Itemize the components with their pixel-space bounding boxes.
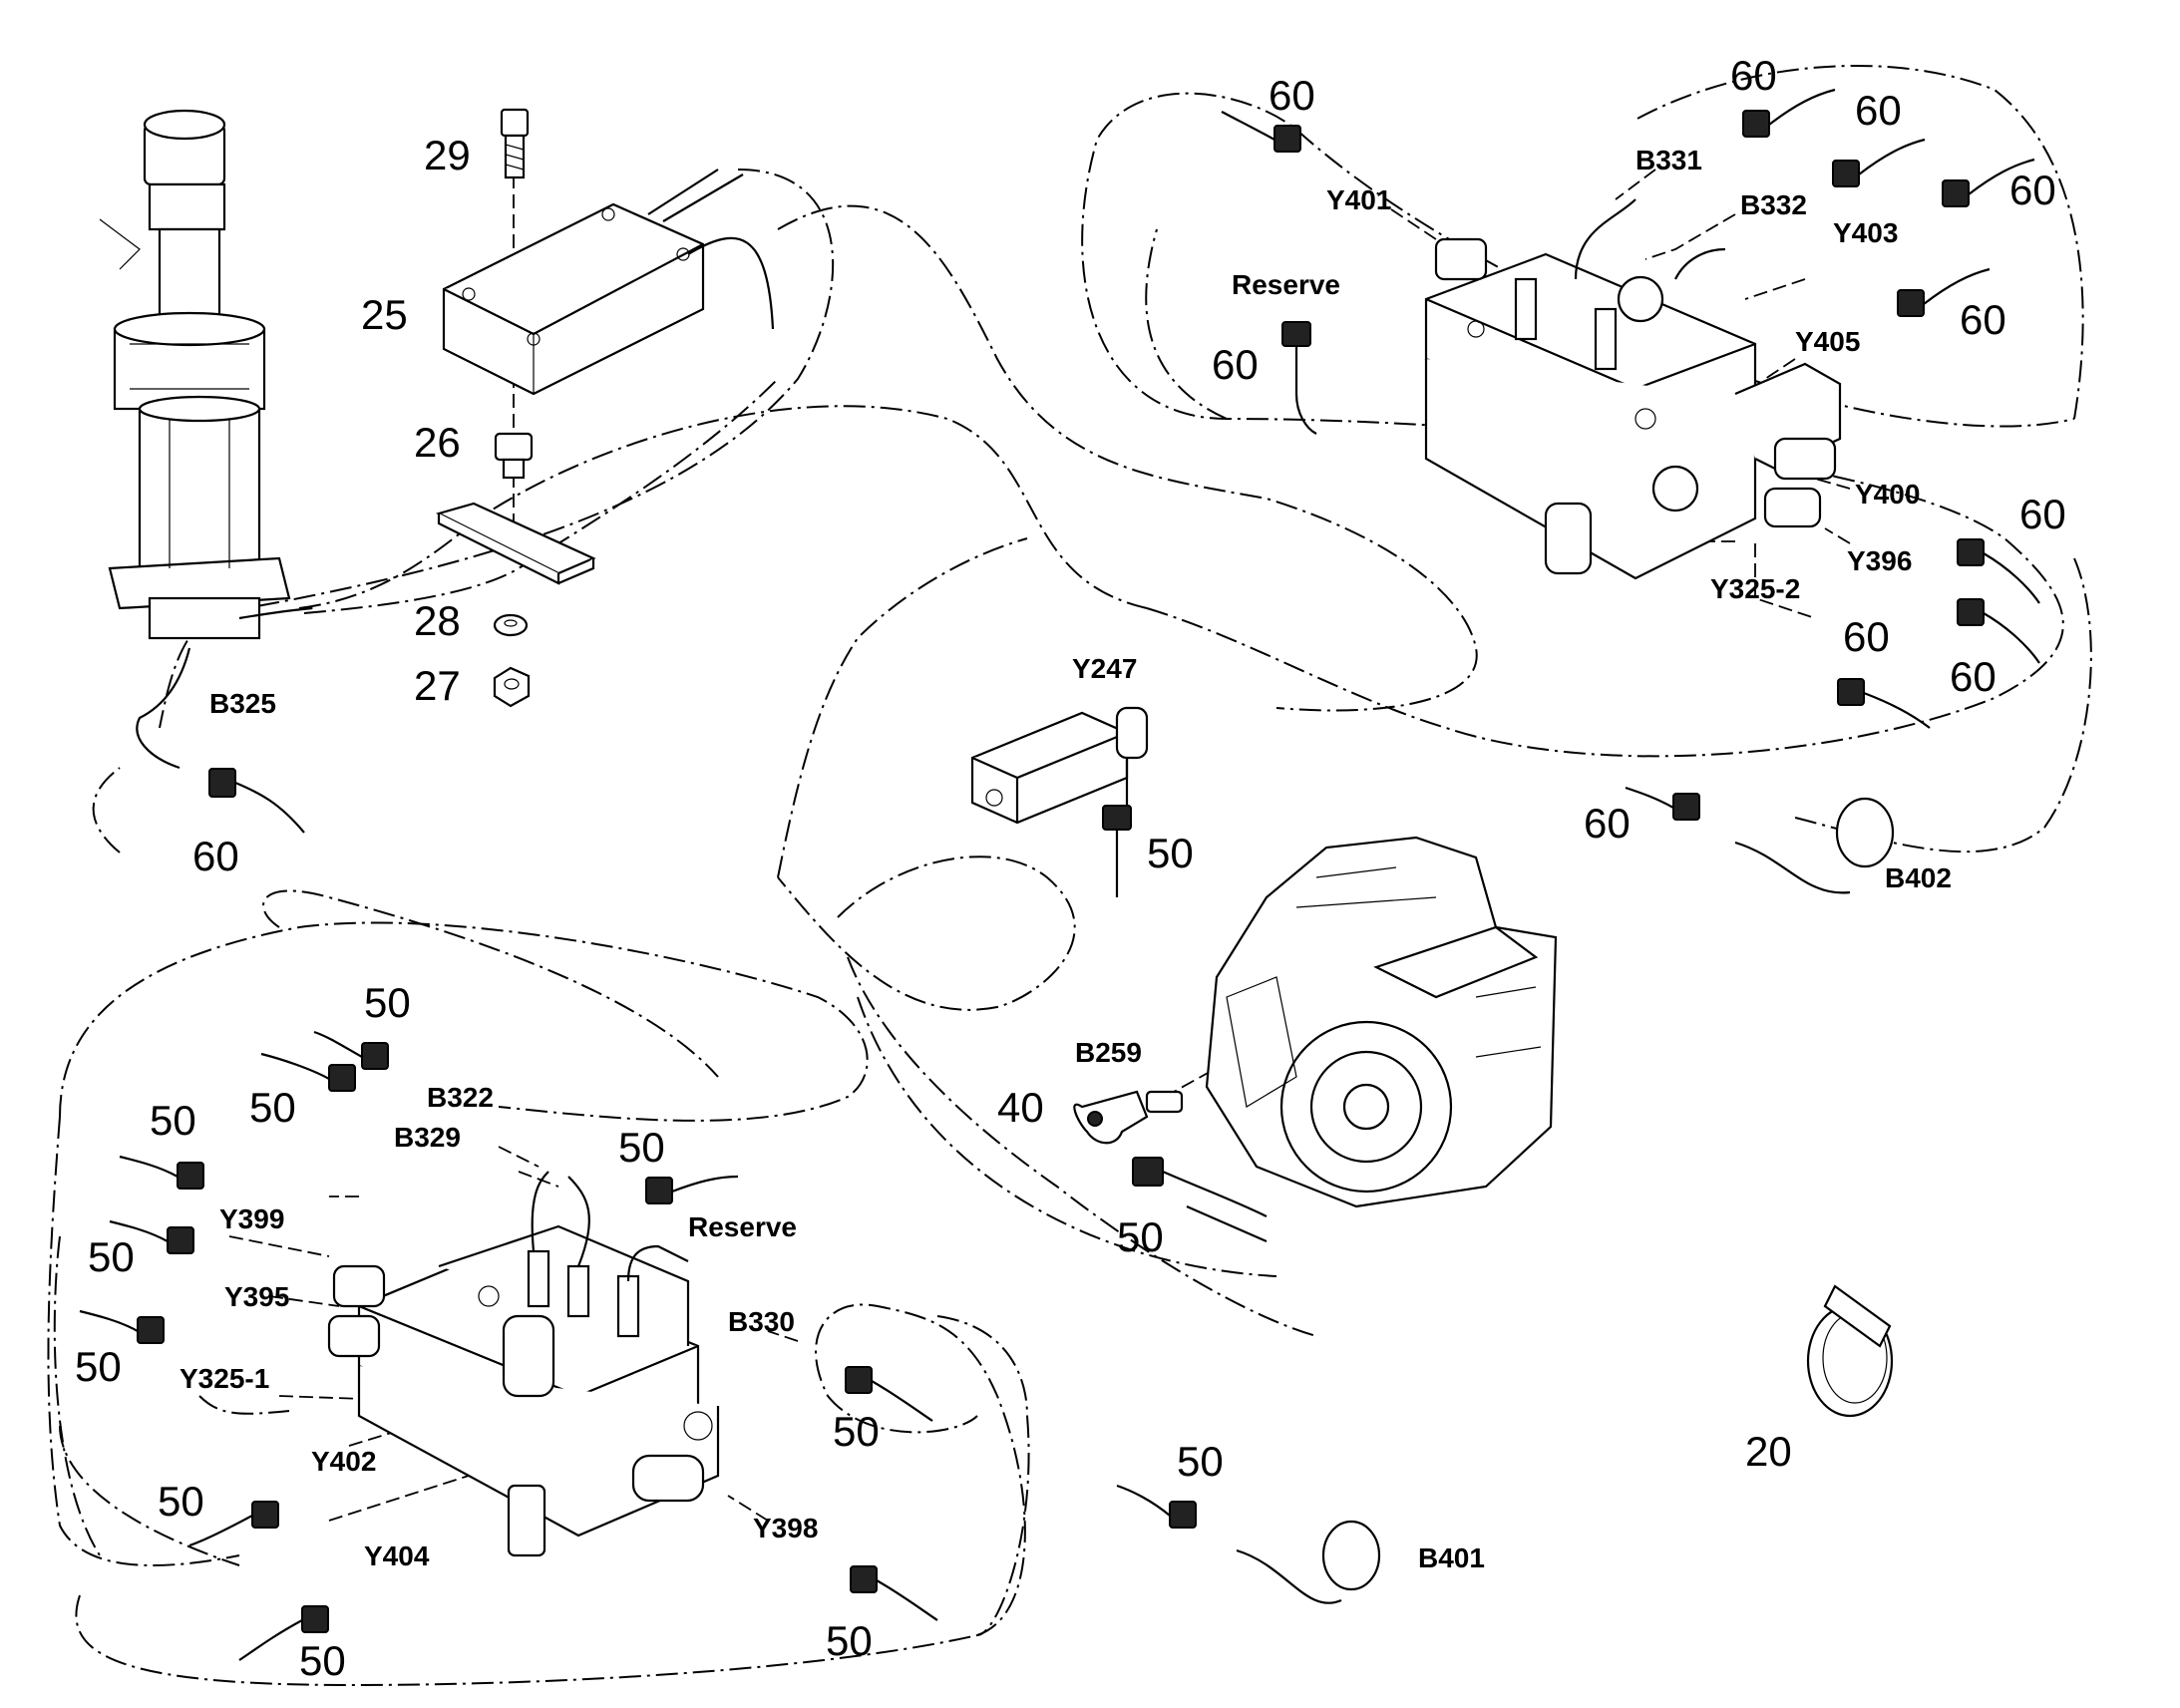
callout-60-y400: 60 xyxy=(2019,491,2066,537)
motor-actuator-assembly xyxy=(99,109,313,770)
label-y325-1: Y325-1 xyxy=(180,1363,269,1394)
callout-60-reserve: 60 xyxy=(1212,341,1259,388)
control-box-25 xyxy=(442,169,775,396)
label-y395: Y395 xyxy=(224,1281,289,1312)
sensor-b259 xyxy=(1073,1090,1268,1243)
sensor-b402 xyxy=(1734,797,1895,894)
callout-50-y404: 50 xyxy=(299,1637,346,1684)
callout-60-b402: 60 xyxy=(1584,800,1631,847)
valve-block-lower xyxy=(327,1171,720,1557)
label-b331: B331 xyxy=(1635,145,1702,175)
label-y247: Y247 xyxy=(1072,653,1137,684)
label-b332: B332 xyxy=(1740,189,1807,220)
callout-50-b322: 50 xyxy=(364,979,411,1026)
callout-50-y399: 50 xyxy=(150,1097,196,1144)
callout-50-b330: 50 xyxy=(833,1408,880,1455)
label-y404: Y404 xyxy=(364,1540,430,1571)
callout-60-y325-2: 60 xyxy=(1843,613,1890,660)
callout-50-y325-1: 50 xyxy=(75,1343,122,1390)
sensor-b401 xyxy=(1236,1520,1381,1604)
label-b329: B329 xyxy=(394,1122,461,1153)
connectors xyxy=(79,88,2040,1661)
callout-60-y396: 60 xyxy=(1950,653,1997,700)
callout-60-b325: 60 xyxy=(192,833,239,879)
callout-25: 25 xyxy=(361,291,408,338)
bracket-28 xyxy=(435,502,596,585)
callout-60-b332: 60 xyxy=(1855,87,1902,134)
callout-50-y395: 50 xyxy=(88,1233,135,1280)
callout-29: 29 xyxy=(424,132,471,178)
callout-60-b331: 60 xyxy=(1730,52,1777,99)
spacer-26 xyxy=(494,432,534,480)
callout-50-y398: 50 xyxy=(826,1617,873,1664)
label-y400: Y400 xyxy=(1855,479,1920,510)
callout-26: 26 xyxy=(414,419,461,466)
callout-50-b329: 50 xyxy=(249,1084,296,1131)
solenoid-valve-y247 xyxy=(970,706,1149,825)
label-b330: B330 xyxy=(728,1306,795,1337)
label-y396: Y396 xyxy=(1847,545,1912,576)
nut-27 xyxy=(493,666,531,708)
label-y405: Y405 xyxy=(1795,326,1860,357)
label-y325-2: Y325-2 xyxy=(1710,573,1800,604)
label-y399: Y399 xyxy=(219,1203,284,1234)
callout-40: 40 xyxy=(997,1084,1044,1131)
label-b259: B259 xyxy=(1075,1037,1142,1068)
callout-20: 20 xyxy=(1745,1428,1792,1475)
callouts: 29 25 26 28 27 40 20 60 60 60 60 60 60 6… xyxy=(75,52,2066,1684)
callout-50-reserve: 50 xyxy=(618,1124,665,1171)
callout-50-b259: 50 xyxy=(1117,1213,1164,1260)
transmission-housing xyxy=(1205,836,1558,1208)
callout-50-b401: 50 xyxy=(1177,1438,1224,1485)
label-reserve-bottom: Reserve xyxy=(688,1211,797,1242)
callout-60-y403: 60 xyxy=(2009,167,2056,213)
callout-50-y247: 50 xyxy=(1147,830,1194,876)
label-reserve-top: Reserve xyxy=(1232,269,1340,300)
bolt-29 xyxy=(500,108,530,179)
label-y403: Y403 xyxy=(1833,217,1898,248)
washer-28 xyxy=(493,613,529,637)
label-b325: B325 xyxy=(209,688,276,719)
label-y401: Y401 xyxy=(1326,184,1391,215)
hose-clamp-20 xyxy=(1806,1284,1894,1418)
callout-50-y402: 50 xyxy=(158,1478,204,1525)
label-y398: Y398 xyxy=(753,1513,818,1543)
label-b402: B402 xyxy=(1885,862,1952,893)
callout-27: 27 xyxy=(414,662,461,709)
component-labels: B325 B331 B332 Y401 Y403 Y405 Y400 Y396 … xyxy=(180,145,1952,1573)
callout-60-y401: 60 xyxy=(1269,72,1315,119)
callout-28: 28 xyxy=(414,597,461,644)
label-y402: Y402 xyxy=(311,1446,376,1477)
callout-60-y405: 60 xyxy=(1960,296,2006,343)
label-b401: B401 xyxy=(1418,1542,1485,1573)
valve-block-upper xyxy=(1424,198,1842,580)
label-b322: B322 xyxy=(427,1082,494,1113)
